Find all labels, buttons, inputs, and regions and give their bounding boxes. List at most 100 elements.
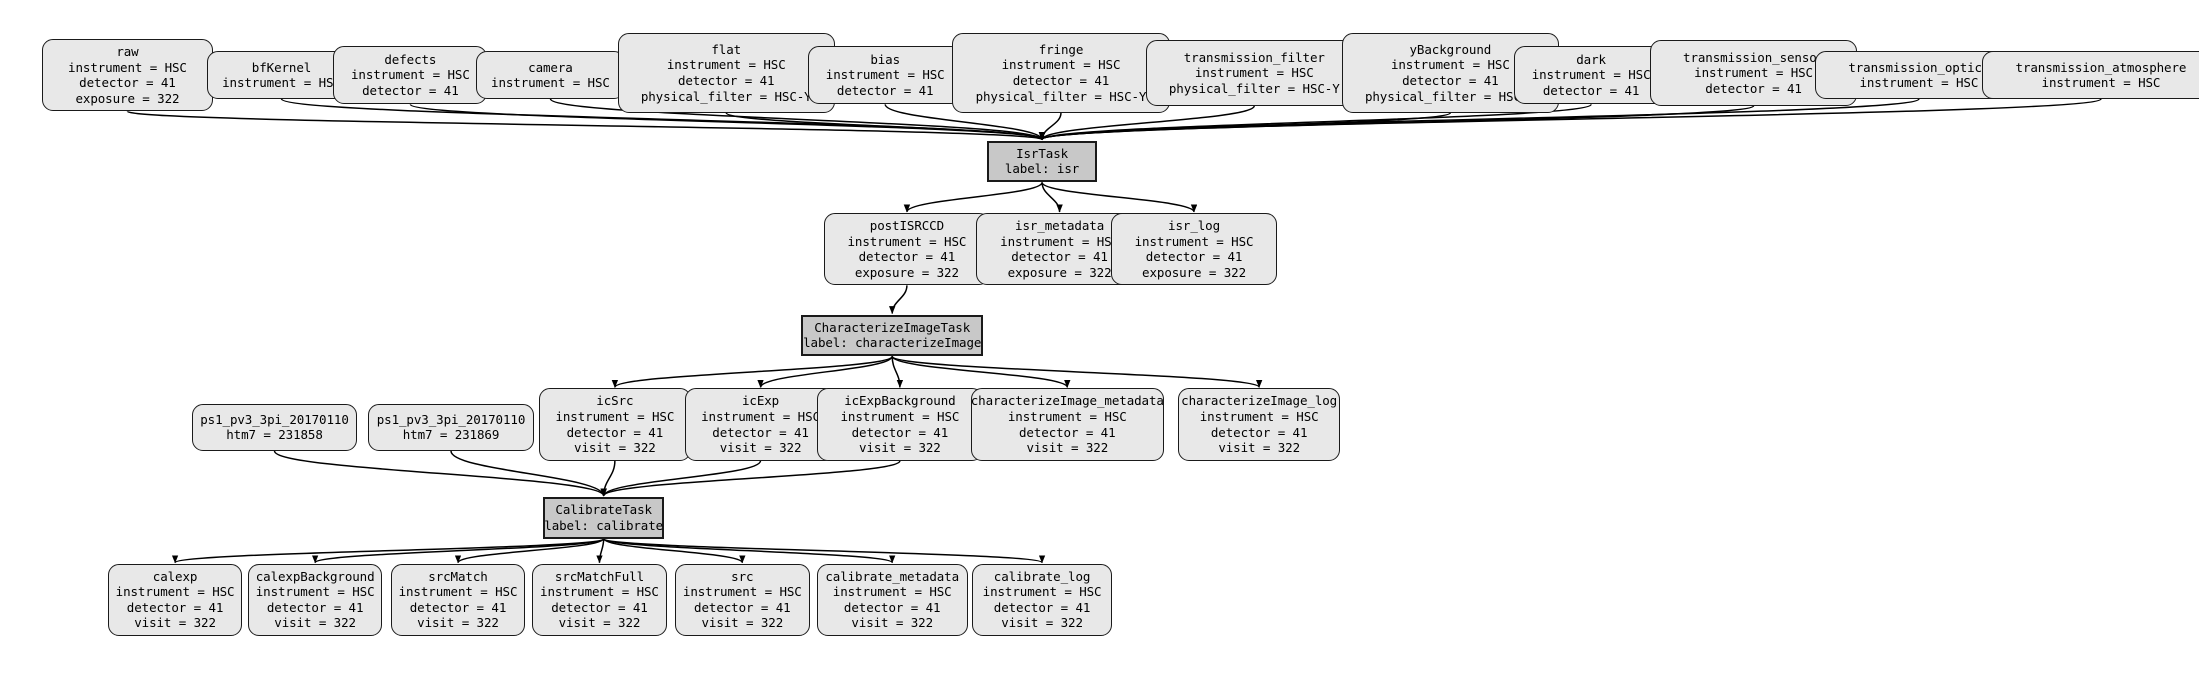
node-title: transmission_optics — [1848, 59, 1990, 75]
node-dimension-line: detector = 41 — [677, 73, 775, 89]
node-title: icExp — [741, 393, 780, 409]
node-dimension-line: detector = 41 — [851, 424, 949, 440]
edge-CalibrateTask-to-calexp — [172, 537, 605, 564]
node-dimension-line: detector = 41 — [126, 599, 224, 615]
node-title: icExpBackground — [844, 393, 956, 409]
edge-icExp-to-CalibrateTask — [600, 460, 762, 497]
node-title: ps1_pv3_3pi_20170110 — [376, 411, 526, 427]
node-title: postISRCCD — [869, 217, 945, 233]
edge-raw-to-IsrTask — [126, 110, 1045, 141]
edge-CharacterizeImageTask-to-icExpBackground — [891, 356, 904, 388]
node-dimension-line: visit = 322 — [574, 440, 656, 456]
node-dimension-line: instrument = HSC — [555, 408, 675, 424]
node-dimension-line: visit = 322 — [417, 615, 499, 631]
edge-CalibrateTask-to-calibrate_metadata — [602, 537, 896, 564]
node-title: characterizeImage_log — [1181, 393, 1338, 409]
node-dimension-line: visit = 322 — [1218, 440, 1300, 456]
node-title: isr_log — [1168, 217, 1221, 233]
node-dimension-line: visit = 322 — [701, 615, 784, 631]
edge-CalibrateTask-to-srcMatch — [454, 537, 605, 564]
node-title: IsrTask — [1016, 145, 1069, 161]
node-dimension-line: detector = 41 — [1210, 424, 1308, 440]
node-title: calibrate_metadata — [825, 568, 960, 584]
edge-CharacterizeImageTask-to-icSrc — [611, 355, 893, 389]
node-dimension-line: detector = 41 — [266, 599, 364, 615]
node-title: bfKernel — [251, 59, 312, 75]
node-dimension-line: visit = 322 — [719, 440, 802, 456]
edge-fringe-to-IsrTask — [1038, 112, 1062, 141]
node-dimension-line: visit = 322 — [859, 440, 941, 456]
node-dimension-line: detector = 41 — [694, 599, 791, 615]
edge-postISRCCD-to-CharacterizeImageTask — [889, 285, 908, 315]
edge-CharacterizeImageTask-to-characterizeImage_log — [891, 355, 1263, 389]
node-dimension-line: detector = 41 — [1011, 249, 1108, 265]
node-dimension-line: instrument = HSC — [540, 584, 659, 600]
node-title: yBackground — [1409, 41, 1492, 57]
node-dimension-line: detector = 41 — [993, 599, 1091, 615]
node-dimension-line: visit = 322 — [134, 615, 216, 631]
node-title: transmission_sensor — [1683, 49, 1825, 65]
node-dimension-line: detector = 41 — [362, 82, 459, 98]
node-title: CharacterizeImageTask — [814, 319, 971, 335]
node-dimension-line: visit = 322 — [851, 615, 934, 631]
edge-paths — [126, 98, 2102, 564]
node-dimension-line: detector = 41 — [843, 599, 941, 615]
edge-CalibrateTask-to-src — [602, 537, 746, 564]
node-dimension-line: detector = 41 — [836, 82, 934, 98]
node-title: characterizeImage_metadata — [970, 393, 1164, 409]
node-dimension-line: instrument = HSC — [1199, 408, 1319, 424]
node-title: CalibrateTask — [555, 502, 652, 518]
node-dimension-line: visit = 322 — [1001, 615, 1083, 631]
node-dimension-line: instrument = HSC — [255, 584, 375, 600]
node-title: transmission_filter — [1183, 49, 1325, 65]
edge-CalibrateTask-to-srcMatchFull — [596, 538, 605, 564]
node-dimension-line: instrument = HSC — [1390, 57, 1510, 73]
node-dimension-line: instrument = HSC — [1134, 233, 1254, 249]
node-dimension-line: instrument = HSC — [847, 233, 967, 249]
node-dimension-line: instrument = HSC — [825, 67, 945, 83]
node-dimension-line: instrument = HSC — [982, 584, 1102, 600]
node-dimension-line: instrument = HSC — [1694, 65, 1813, 81]
node-title: fringe — [1038, 41, 1084, 57]
node-dimension-line: exposure = 322 — [75, 90, 180, 106]
node-title: transmission_atmosphere — [2015, 59, 2187, 75]
node-dimension-line: physical_filter = HSC-Y — [1168, 80, 1340, 96]
node-title: src — [731, 568, 754, 584]
edge-flat-to-IsrTask — [725, 112, 1046, 141]
node-dimension-line: exposure = 322 — [854, 264, 959, 280]
node-title: ps1_pv3_3pi_20170110 — [200, 411, 349, 427]
node-dimension-line: detector = 41 — [858, 249, 956, 265]
node-title: defects — [384, 51, 437, 67]
node-dimension-line: physical_filter = HSC-Y — [975, 88, 1147, 104]
